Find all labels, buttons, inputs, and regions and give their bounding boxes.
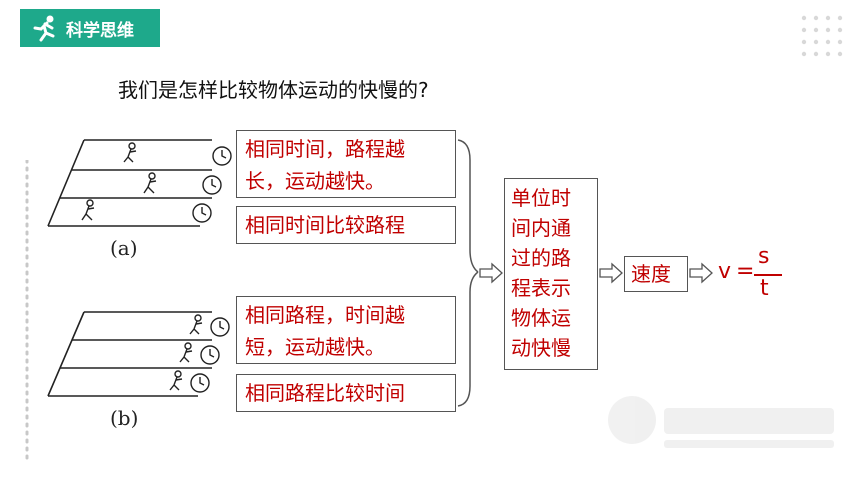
figure-b-track <box>47 311 212 397</box>
compare-time-text: 相同路程比较时间 <box>245 381 405 405</box>
figure-b-clocks <box>190 317 230 393</box>
section-badge: 科学思维 <box>20 9 160 47</box>
same-distance-line1: 相同路程，时间越 <box>245 303 405 327</box>
figure-a-runners <box>81 142 157 221</box>
figure-a-track <box>47 139 212 227</box>
arrow-to-formula <box>689 262 713 284</box>
unit-time-distance-box: 单位时 间内通 过的路 程表示 物体运 动快慢 <box>504 178 598 370</box>
badge-label: 科学思维 <box>66 20 134 41</box>
same-distance-line2: 短，运动越快。 <box>245 335 385 359</box>
figure-b-label: (b) <box>110 406 139 430</box>
arrow-to-speed <box>599 262 623 284</box>
figure-b-runners <box>169 314 203 391</box>
same-time-line1: 相同时间，路程越 <box>245 137 405 161</box>
unit-time-line: 程表示 <box>511 276 571 300</box>
formula-v: v <box>718 259 732 284</box>
figure-a-label: (a) <box>110 236 138 260</box>
question-title: 我们是怎样比较物体运动的快慢的? <box>118 78 429 102</box>
compare-time-box: 相同路程比较时间 <box>236 374 456 412</box>
speed-text: 速度 <box>631 262 671 286</box>
unit-time-line: 间内通 <box>511 216 571 240</box>
unit-time-line: 动快慢 <box>511 336 571 360</box>
same-distance-conclusion-box: 相同路程，时间越 短，运动越快。 <box>236 296 456 364</box>
same-time-line2: 长，运动越快。 <box>245 169 385 193</box>
arrow-to-unit-box <box>479 262 503 284</box>
same-time-conclusion-box: 相同时间，路程越 长，运动越快。 <box>236 130 456 198</box>
runner-icon <box>33 15 55 42</box>
compare-distance-box: 相同时间比较路程 <box>236 206 456 244</box>
dot-grid-decoration <box>801 15 843 57</box>
unit-time-line: 物体运 <box>511 306 571 330</box>
formula-numerator: s <box>758 244 770 269</box>
vertical-dotted-divider <box>25 160 29 460</box>
unit-time-line: 过的路 <box>511 246 571 270</box>
fraction-bar <box>754 274 782 276</box>
lower-brace <box>457 271 479 407</box>
formula-denominator: t <box>760 276 769 301</box>
figure-a-clocks <box>192 146 232 223</box>
formula-equals: = <box>736 259 755 284</box>
speed-box: 速度 <box>624 256 688 292</box>
unit-time-line: 单位时 <box>511 186 571 210</box>
compare-distance-text: 相同时间比较路程 <box>245 213 405 237</box>
upper-brace <box>457 139 479 273</box>
watermark-logo <box>608 396 834 448</box>
